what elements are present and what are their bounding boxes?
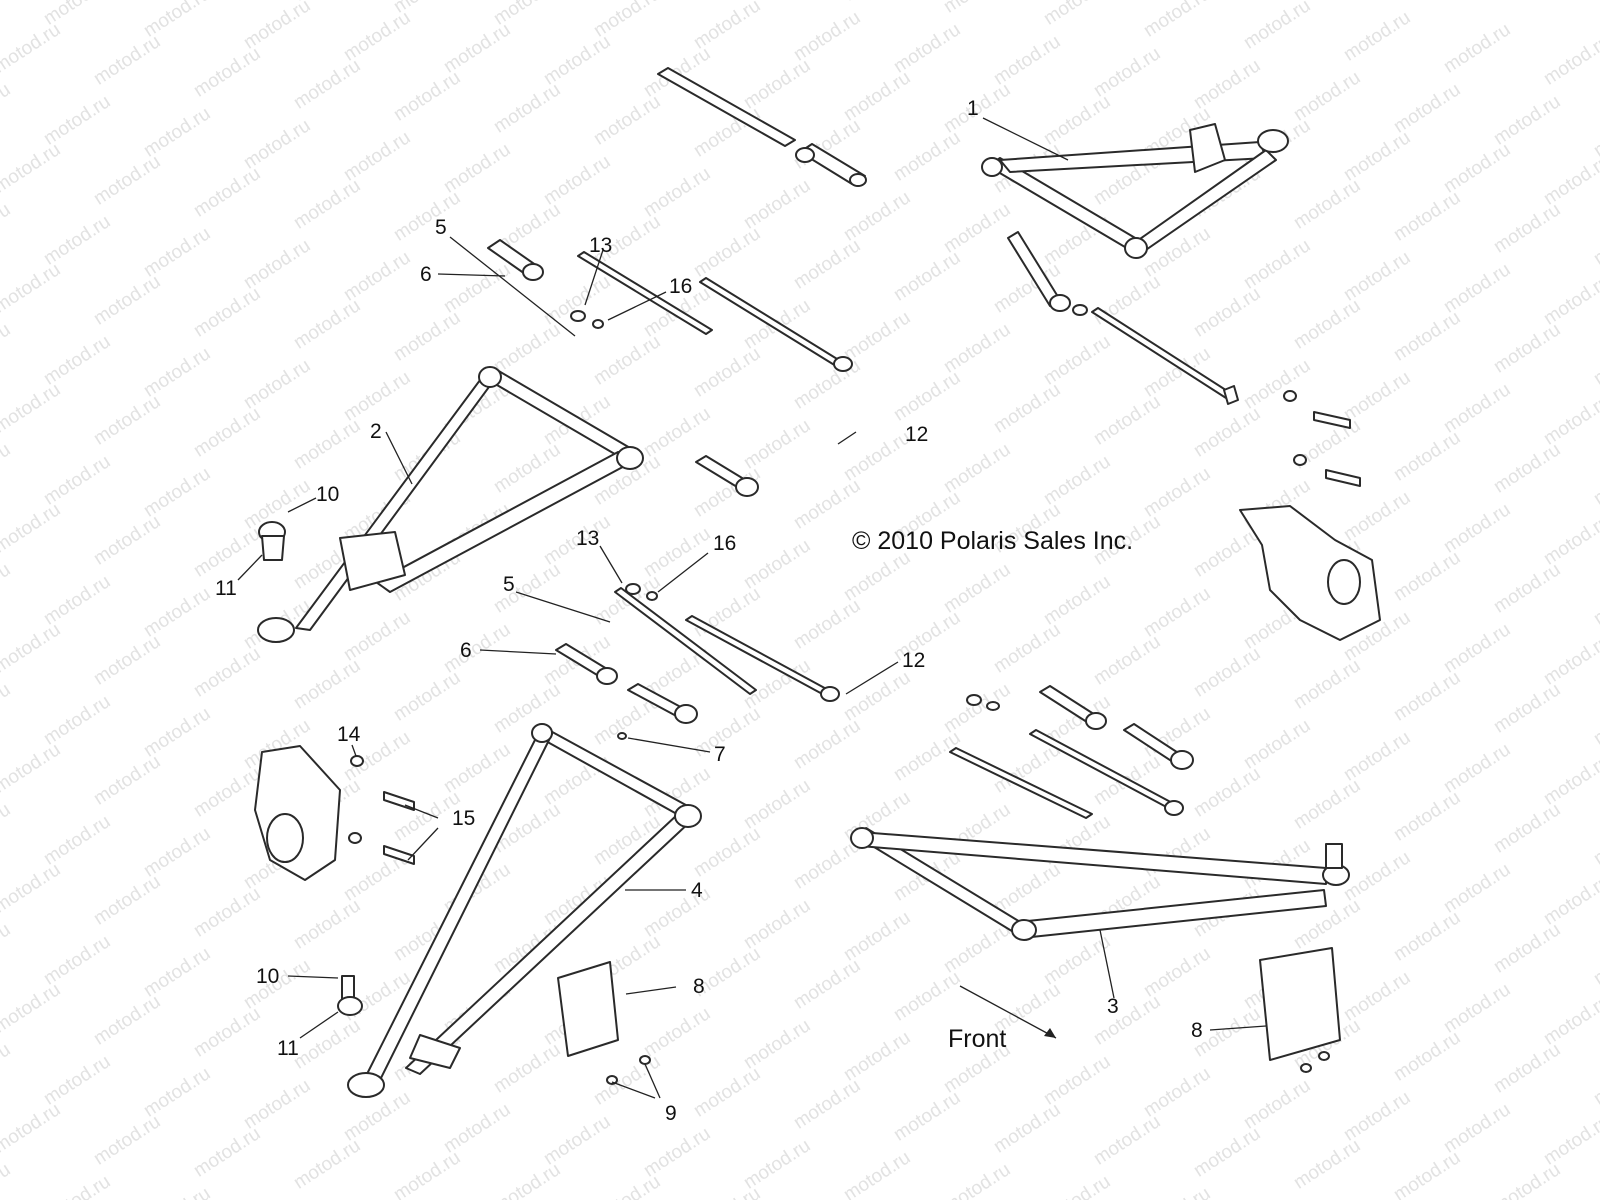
callout-3: 3 <box>1107 995 1119 1018</box>
callout-4: 4 <box>691 879 703 902</box>
a-arm-lower-left <box>347 723 702 1098</box>
callout-12-lower: 12 <box>902 649 926 672</box>
a-arm-lower-right <box>850 827 1350 941</box>
callout-15: 15 <box>452 807 476 830</box>
ball-joint-lower-left <box>337 975 363 1016</box>
callout-13-upper: 13 <box>589 234 613 257</box>
leader-lines <box>237 117 1267 1099</box>
guard-plate-left <box>557 961 651 1085</box>
shafts-bushings-lower <box>555 587 840 740</box>
guard-plate-right <box>1259 947 1341 1073</box>
callout-6-lower: 6 <box>460 639 472 662</box>
callout-8-left: 8 <box>693 975 705 998</box>
shafts-bushings-lower-right <box>949 685 1194 819</box>
ball-joint-upper-left <box>258 521 286 561</box>
knuckle-right <box>1239 505 1381 641</box>
callout-13-lower: 13 <box>576 527 600 550</box>
a-arm-upper-right <box>981 123 1289 259</box>
callout-5-lower: 5 <box>503 573 515 596</box>
callout-10-upper: 10 <box>316 483 340 506</box>
pivot-shaft-top <box>657 67 867 187</box>
callout-14: 14 <box>337 723 361 746</box>
callout-7: 7 <box>714 743 726 766</box>
callout-5-upper: 5 <box>435 216 447 239</box>
callout-8-right: 8 <box>1191 1019 1203 1042</box>
shafts-bushings-upper <box>487 239 853 601</box>
callout-6-upper: 6 <box>420 263 432 286</box>
callout-1: 1 <box>967 97 979 120</box>
callout-10-lower: 10 <box>256 965 280 988</box>
callout-16-lower: 16 <box>713 532 737 555</box>
front-direction-label: Front <box>948 1025 1007 1053</box>
callout-16-upper: 16 <box>669 275 693 298</box>
callout-9: 9 <box>665 1102 677 1125</box>
bushing-bolt-upper-right <box>1007 231 1361 487</box>
callout-12-upper: 12 <box>905 423 929 446</box>
copyright-notice: © 2010 Polaris Sales Inc. <box>852 527 1134 555</box>
a-arm-upper-left <box>257 366 644 643</box>
callout-2: 2 <box>370 420 382 443</box>
knuckle-left <box>254 745 415 881</box>
callout-11-lower: 11 <box>277 1037 299 1060</box>
callout-11-upper: 11 <box>215 577 237 600</box>
